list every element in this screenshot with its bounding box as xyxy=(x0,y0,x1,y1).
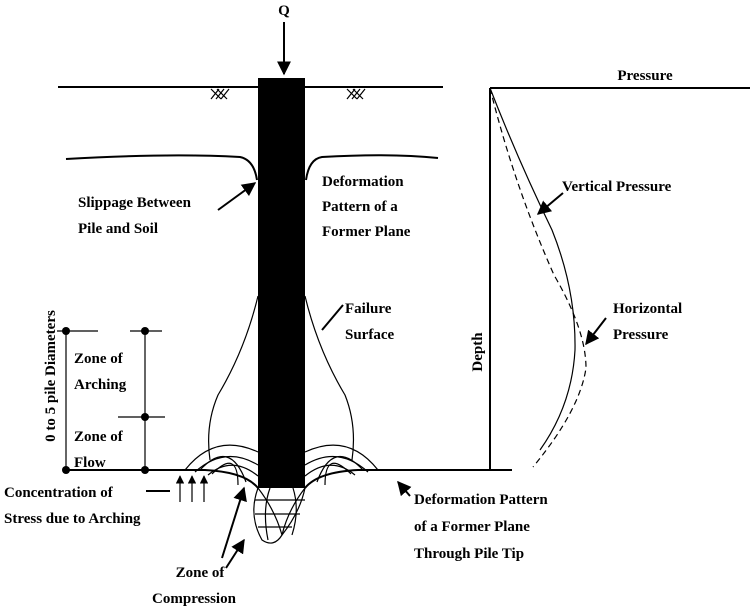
compression-arrow-1 xyxy=(225,538,245,569)
failure-surface-right xyxy=(304,295,355,461)
deformed-plane-tip-right xyxy=(304,469,512,489)
vertical-pressure-arrow xyxy=(536,192,564,215)
deformation-label-line2: Pattern of a xyxy=(322,199,398,215)
soil-hatch-left-icon xyxy=(210,88,230,100)
vertical-pressure-curve xyxy=(489,87,576,451)
concentration-label-line1: Concentration of xyxy=(4,485,114,501)
deformation-label-line1: Deformation xyxy=(322,174,404,190)
depth-axis-label: Depth xyxy=(470,332,486,372)
compression-zone xyxy=(253,487,306,544)
horizontal-pressure-curve xyxy=(489,87,587,468)
pile xyxy=(258,78,305,488)
vertical-pressure-label: Vertical Pressure xyxy=(562,179,672,195)
zone-dot-top xyxy=(141,327,149,335)
pressure-axis-label: Pressure xyxy=(617,68,673,84)
slippage-label-line2: Pile and Soil xyxy=(78,221,158,237)
soil-hatch-right-icon xyxy=(346,88,366,100)
compression-arrow-2 xyxy=(221,486,247,559)
slippage-arrow xyxy=(217,182,257,211)
horizontal-pressure-arrow xyxy=(585,317,607,346)
zone-flow-label-line1: Zone of xyxy=(74,429,124,445)
zone-compression-label-line1: Zone of xyxy=(176,565,226,581)
failure-surface-label-line2: Surface xyxy=(345,327,394,343)
pile-diameters-label: 0 to 5 pile Diameters xyxy=(43,310,59,442)
arching-stress-arrows xyxy=(175,475,209,502)
failure-surface-left xyxy=(208,295,259,461)
zone-arching-label-line2: Arching xyxy=(74,377,127,393)
failure-surface-label-line1: Failure xyxy=(345,301,392,317)
deformed-plane-upper-left xyxy=(65,154,258,181)
deformed-plane-upper-right xyxy=(305,154,439,181)
deformation-tip-arrow xyxy=(397,480,412,497)
concentration-label-line2: Stress due to Arching xyxy=(4,511,141,527)
zone-dot-middle xyxy=(141,413,149,421)
deformation-tip-label-line2: of a Former Plane xyxy=(414,519,530,535)
deformed-plane-tip-left xyxy=(66,469,259,489)
zone-dot-bottom xyxy=(141,466,149,474)
horizontal-pressure-label-line1: Horizontal xyxy=(613,301,682,317)
zone-compression-label-line2: Compression xyxy=(152,591,237,607)
deformation-tip-label-line3: Through Pile Tip xyxy=(414,546,524,562)
zone-arching-label-line1: Zone of xyxy=(74,351,124,367)
slippage-label-line1: Slippage Between xyxy=(78,195,192,211)
zone-flow-label-line2: Flow xyxy=(74,455,106,471)
load-label: Q xyxy=(278,3,290,19)
flow-zone-arcs-left xyxy=(184,444,259,486)
deformation-tip-label-line1: Deformation Pattern xyxy=(414,492,548,508)
dimension-dot-bottom-left xyxy=(62,466,70,474)
horizontal-pressure-label-line2: Pressure xyxy=(613,327,669,343)
failure-surface-pointer xyxy=(321,304,344,331)
deformation-label-line3: Former Plane xyxy=(322,224,411,240)
